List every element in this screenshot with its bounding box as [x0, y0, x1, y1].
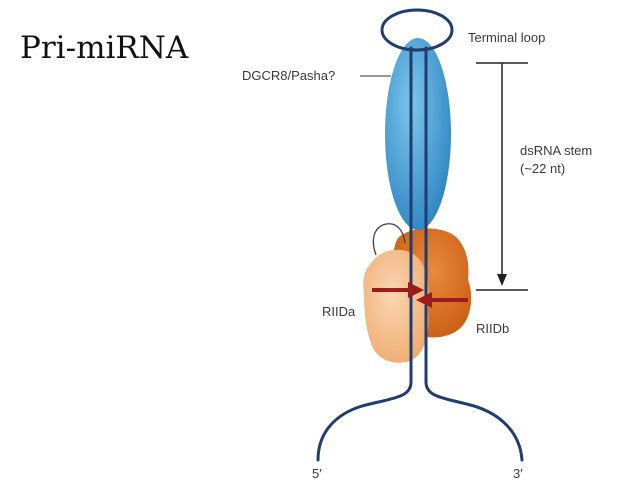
three-prime-label: 3′ — [513, 466, 523, 481]
riida-domain — [363, 250, 428, 363]
dgcr8-label: DGCR8/Pasha? — [242, 68, 335, 83]
five-prime-label: 5′ — [312, 466, 322, 481]
stem-bracket-arrowhead — [497, 274, 507, 286]
stem-label-line1: dsRNA stem — [520, 143, 592, 158]
terminal-loop-label: Terminal loop — [468, 30, 545, 45]
riidb-label: RIIDb — [476, 321, 509, 336]
dgcr8-protein — [385, 38, 451, 230]
riida-label: RIIDa — [322, 304, 356, 319]
stem-label-line2: (~22 nt) — [520, 161, 565, 176]
stem-bracket — [476, 63, 528, 290]
